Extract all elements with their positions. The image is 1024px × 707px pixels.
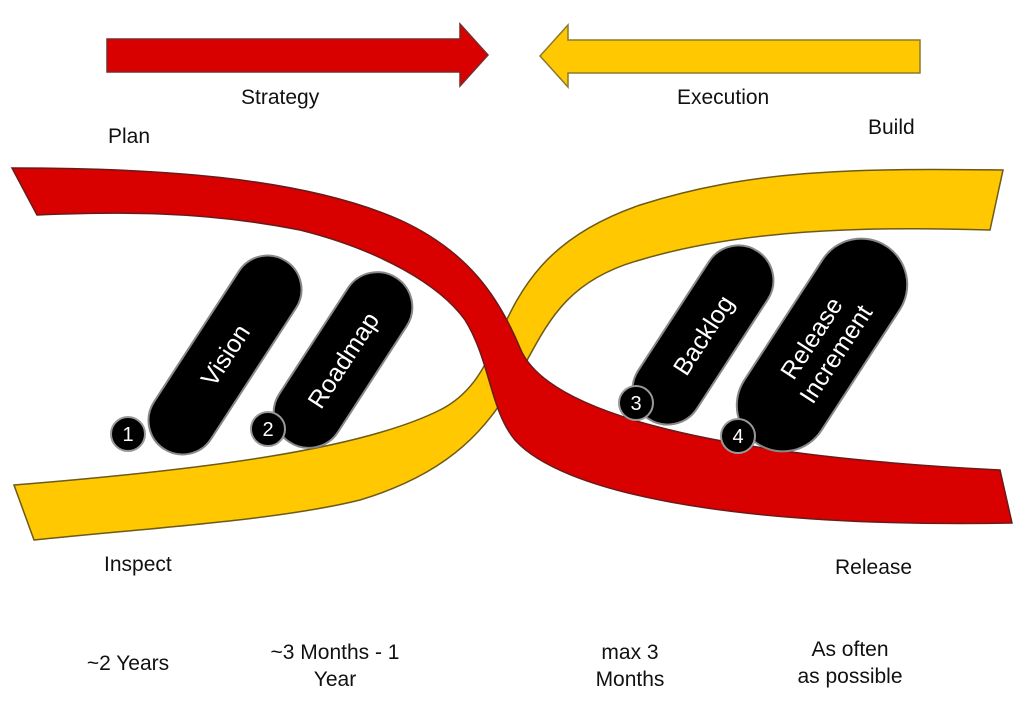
build-label: Build <box>868 116 915 139</box>
step-4-pill <box>735 237 909 453</box>
step-1-duration-line1: ~2 Years <box>86 652 170 675</box>
step-4-duration: As often as possible <box>770 636 930 690</box>
execution-arrow <box>538 23 921 89</box>
step-4-number: 4 <box>732 426 743 448</box>
step-1-badge: 1 <box>110 416 146 452</box>
plan-label: Plan <box>108 125 151 148</box>
step-3-duration: max 3 Months <box>570 639 690 693</box>
red-band <box>10 167 1013 525</box>
step-4-duration-line1: As often <box>811 638 889 661</box>
strategy-label: Strategy <box>241 86 320 109</box>
execution-label: Execution <box>677 86 770 109</box>
step-3-number: 3 <box>630 393 641 415</box>
step-4-badge: 4 <box>720 418 756 454</box>
step-2-duration-line1: ~3 Months - 1 <box>270 641 400 664</box>
step-2-duration-line2: Year <box>313 668 357 691</box>
step-1-pill <box>147 254 303 456</box>
strategy-arrow <box>106 22 490 88</box>
inspect-label: Inspect <box>104 553 172 576</box>
step-3-duration-line2: Months <box>595 668 665 691</box>
step-1-number: 1 <box>122 424 133 446</box>
step-1-duration: ~2 Years <box>58 650 198 677</box>
step-4-duration-line2: as possible <box>797 665 903 688</box>
step-2-number: 2 <box>262 419 273 441</box>
step-2-badge: 2 <box>250 411 286 447</box>
step-3-duration-line1: max 3 <box>601 641 659 664</box>
step-2-pill <box>272 271 414 449</box>
step-2-duration: ~3 Months - 1 Year <box>245 639 425 693</box>
step-1-group: Vision <box>147 254 303 456</box>
release-label: Release <box>835 556 913 579</box>
step-3-badge: 3 <box>618 385 654 421</box>
step-3-pill <box>631 244 775 426</box>
